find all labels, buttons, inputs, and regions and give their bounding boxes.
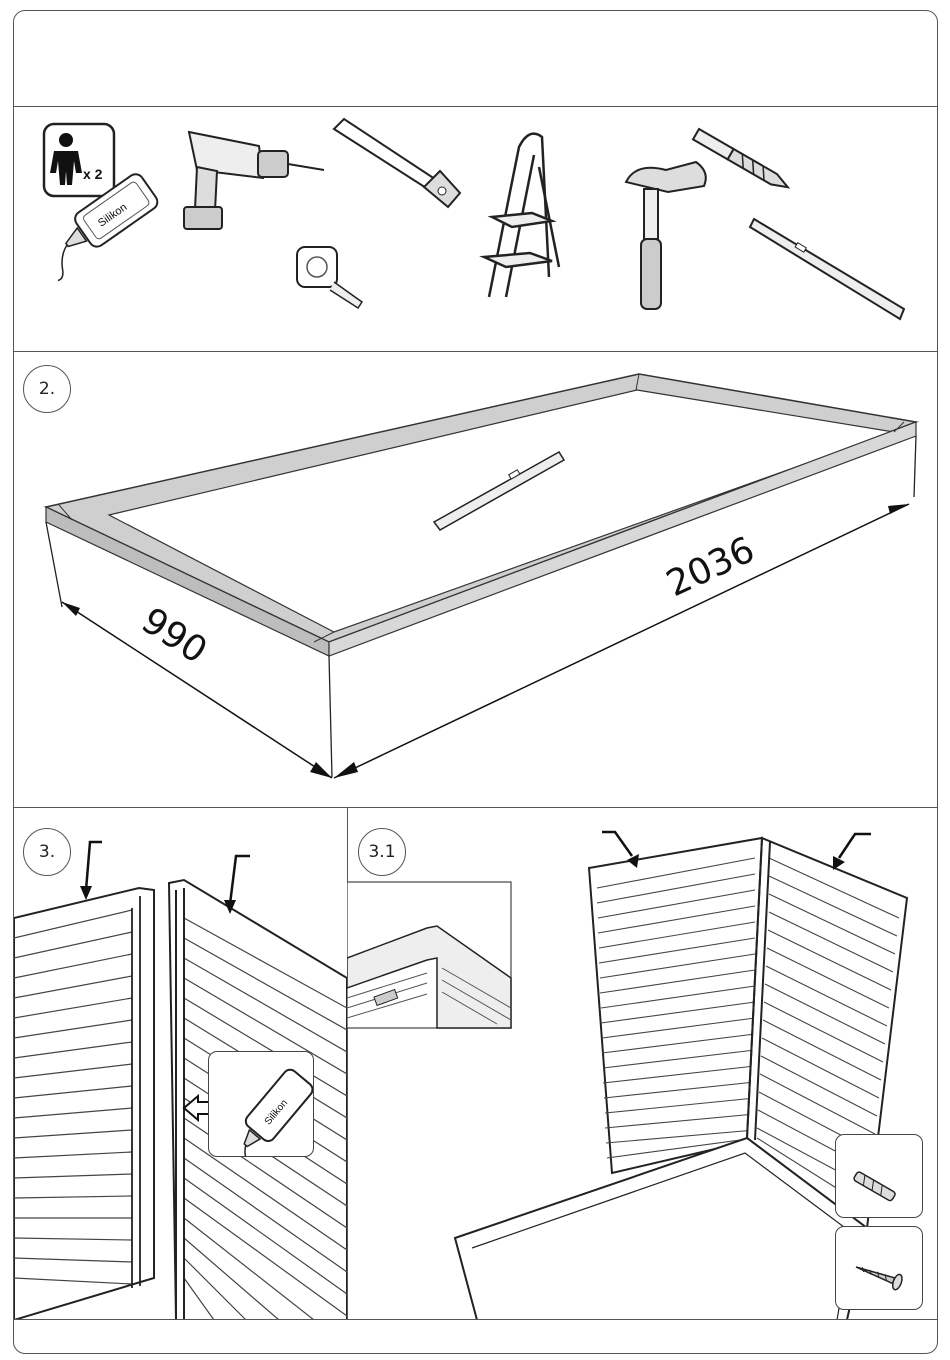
instruction-sheet: x 2 Silikon <box>13 10 938 1354</box>
saw-icon <box>334 119 460 207</box>
step-ladder-icon <box>484 134 559 297</box>
tape-measure-icon <box>297 247 362 308</box>
width-dimension-label: 990 <box>134 600 214 672</box>
tools-illustration: x 2 Silikon <box>14 107 937 352</box>
step-3-row: 3. Silikon <box>14 807 937 1320</box>
hammer-icon <box>626 162 706 309</box>
screw-icon <box>836 1227 922 1309</box>
drill-bit-icon <box>693 129 791 192</box>
drill-icon <box>184 132 324 229</box>
two-persons-icon: x 2 <box>44 124 114 196</box>
step-2-panel: 2. 990 <box>14 351 937 808</box>
base-frame-illustration: 990 2036 <box>14 352 937 808</box>
footer-panel <box>14 1319 937 1354</box>
spirit-level-icon <box>750 219 904 319</box>
silicone-tube-icon: Silikon <box>209 1052 313 1156</box>
tools-panel: x 2 Silikon <box>14 106 937 352</box>
step-number-circle: 3.1 <box>358 828 406 876</box>
step-number-circle: 3. <box>23 828 71 876</box>
screw-inset <box>835 1226 923 1310</box>
length-dimension-label: 2036 <box>660 529 760 605</box>
persons-count: x 2 <box>83 166 103 182</box>
silicone-inset: Silikon <box>208 1051 314 1157</box>
wall-plug-icon <box>836 1135 922 1217</box>
wall-plug-inset <box>835 1134 923 1218</box>
